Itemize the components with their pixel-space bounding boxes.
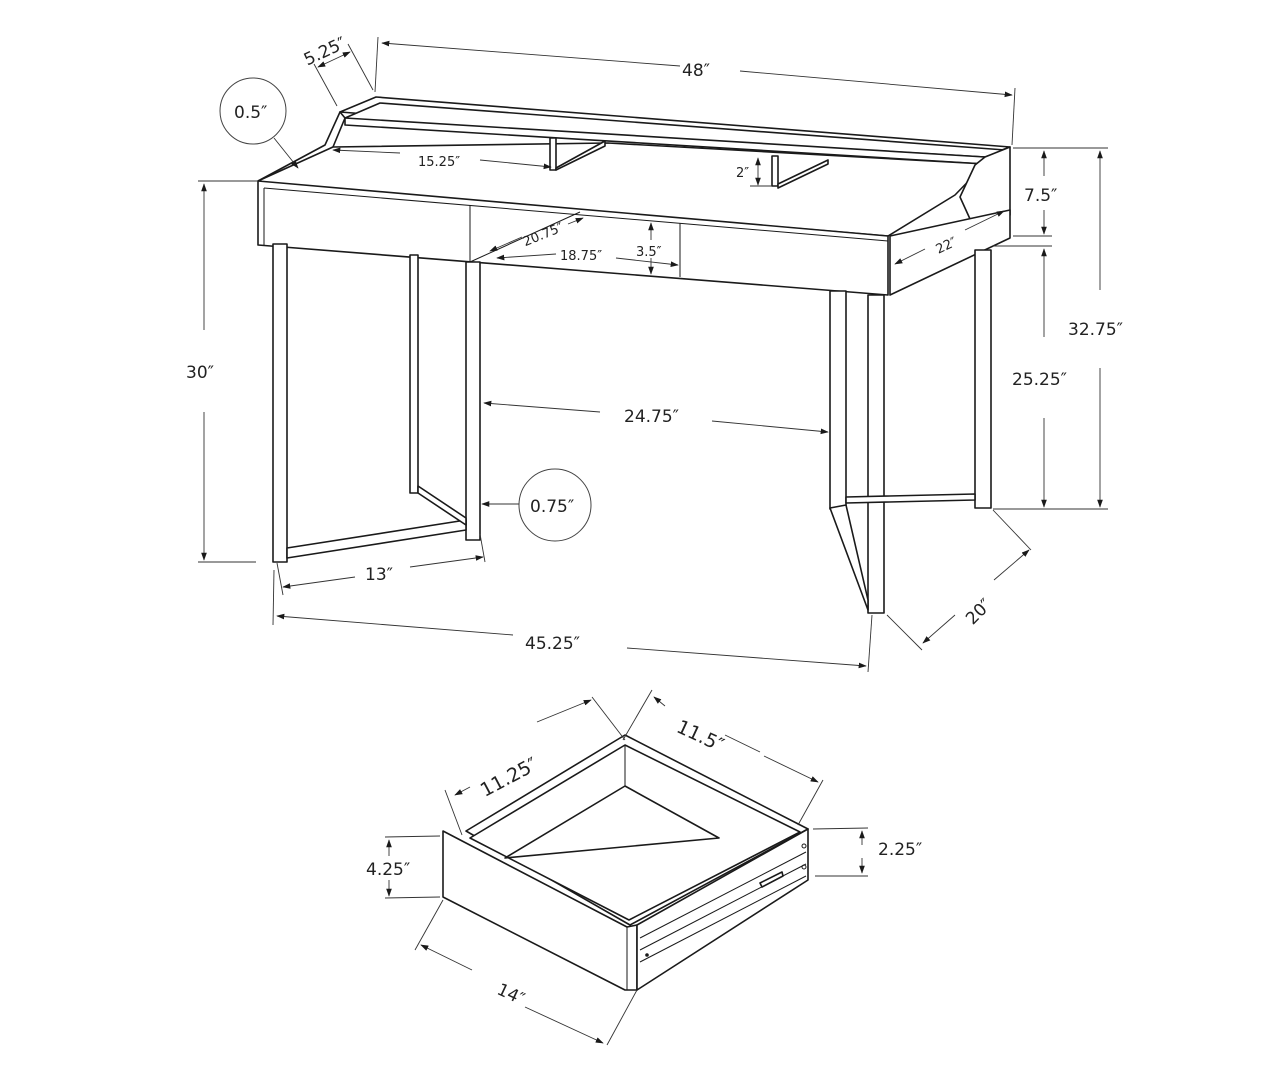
svg-text:15.25″: 15.25″: [418, 155, 460, 170]
dim-drawer-front-height: 4.25″: [366, 835, 441, 899]
dim-center-opening-height: 3.5″: [636, 222, 662, 275]
shelf-support-right: [771, 155, 779, 187]
desk-body: [257, 96, 1011, 296]
svg-text:45.25″: 45.25″: [525, 634, 580, 654]
svg-text:25.25″: 25.25″: [1012, 370, 1067, 390]
svg-text:20″: 20″: [962, 595, 996, 629]
svg-text:18.75″: 18.75″: [560, 249, 602, 264]
right-leg-frame: [829, 249, 992, 614]
dim-leg-span: 45.25″: [272, 569, 873, 673]
svg-text:0.75″: 0.75″: [530, 497, 574, 517]
front-apron: [257, 180, 889, 296]
slide-screw: [645, 953, 649, 957]
callout-panel-thickness: 0.5″: [219, 77, 299, 169]
left-leg-frame: [272, 243, 481, 563]
dim-center-opening-width: 18.75″: [496, 249, 679, 267]
svg-text:13″: 13″: [365, 565, 393, 585]
slide-screw: [801, 843, 807, 849]
callout-leg-thickness: 0.75″: [481, 468, 592, 542]
dim-leg-depth: 20″: [886, 509, 1032, 651]
dim-desk-height: 30″: [186, 180, 258, 563]
svg-text:11.5″: 11.5″: [673, 716, 727, 757]
dim-hutch-depth: 5.25″: [301, 33, 374, 107]
slide-latch: [759, 871, 784, 888]
drawer-body: [442, 734, 809, 991]
dim-shelf-opening: 15.25″: [332, 147, 552, 170]
shelf-support-left: [549, 137, 557, 171]
svg-text:14″: 14″: [494, 980, 528, 1010]
svg-text:48″: 48″: [682, 61, 710, 81]
svg-text:5.25″: 5.25″: [301, 33, 350, 70]
svg-text:24.75″: 24.75″: [624, 407, 679, 427]
svg-text:3.5″: 3.5″: [636, 245, 662, 260]
dim-hutch-height: 7.5″: [1013, 147, 1108, 237]
dim-shelf-clearance: 2″: [736, 157, 772, 187]
dim-overall-height: 32.75″: [1068, 150, 1123, 508]
dim-overall-width: 48″: [374, 36, 1016, 146]
desk-right-end: [889, 209, 1011, 296]
dim-knee-clearance-height: 25.25″: [993, 245, 1108, 510]
dim-drawer-inner-height: 2.25″: [812, 827, 922, 877]
svg-text:2.25″: 2.25″: [878, 840, 922, 860]
svg-text:30″: 30″: [186, 363, 214, 383]
dim-knee-clearance-width: 24.75″: [483, 400, 829, 435]
dim-leg-frame-width: 13″: [276, 533, 486, 596]
svg-text:0.5″: 0.5″: [234, 103, 267, 123]
svg-text:32.75″: 32.75″: [1068, 320, 1123, 340]
svg-text:2″: 2″: [736, 166, 749, 181]
svg-text:7.5″: 7.5″: [1024, 186, 1057, 206]
svg-text:4.25″: 4.25″: [366, 860, 410, 880]
slide-screw: [801, 864, 807, 870]
drawer-side: [636, 828, 809, 991]
